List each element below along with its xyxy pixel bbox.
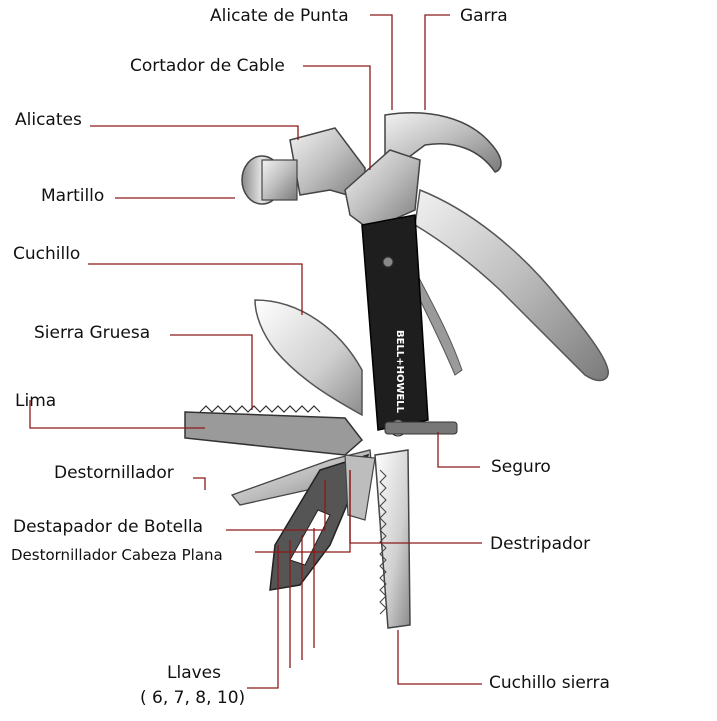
leader-sierra	[170, 334, 253, 410]
serrated-teeth-shape	[379, 469, 387, 615]
leader-lima	[29, 400, 205, 429]
label-lima: Lima	[15, 391, 57, 411]
label-cortador-cable: Cortador de Cable	[130, 56, 285, 76]
label-llaves: Llaves	[167, 663, 221, 683]
leader-cuchillo-sierra	[397, 630, 482, 685]
leader-alicate-punta	[370, 14, 393, 110]
label-seguro: Seguro	[491, 457, 551, 477]
label-destornillador-plana: Destornillador Cabeza Plana	[11, 546, 223, 564]
tool-handle-shape	[361, 214, 429, 431]
hammer-neck-shape	[261, 159, 298, 201]
leader-garra	[424, 14, 450, 110]
label-destornillador: Destornillador	[54, 463, 174, 483]
pliers-handle-shape	[414, 188, 609, 382]
claw-shape	[384, 112, 502, 173]
label-destripador: Destripador	[490, 534, 591, 554]
leader-llave-6	[247, 545, 279, 689]
label-alicates: Alicates	[15, 110, 82, 130]
pliers-jaws-shape	[344, 149, 421, 231]
leader-lines	[29, 14, 482, 689]
leader-destapador	[226, 480, 326, 531]
saw-teeth-shape	[199, 405, 321, 413]
leader-cuchillo	[88, 263, 303, 315]
ripper-shape	[344, 454, 376, 521]
label-destapador: Destapador de Botella	[13, 517, 203, 537]
leader-cortador	[303, 65, 371, 170]
lock-shape	[384, 421, 458, 435]
leader-seguro	[437, 432, 480, 468]
label-cuchillo: Cuchillo	[13, 244, 81, 264]
label-garra: Garra	[460, 6, 508, 26]
leader-destripador	[349, 470, 482, 544]
handle-rivet-shape	[382, 256, 394, 268]
label-sierra-gruesa: Sierra Gruesa	[34, 323, 151, 343]
label-llaves-sizes: ( 6, 7, 8, 10)	[140, 688, 246, 708]
opener-hole-shape	[289, 509, 331, 566]
brand-text: BELL+HOWELL	[394, 330, 405, 414]
leader-alicates	[90, 125, 299, 140]
knife-blade-shape	[254, 299, 363, 417]
file-saw-shape	[184, 411, 364, 456]
label-alicate-punta: Alicate de Punta	[210, 6, 349, 26]
label-cuchillo-sierra: Cuchillo sierra	[489, 673, 610, 693]
leader-destornillador	[193, 477, 206, 490]
label-martillo: Martillo	[41, 186, 105, 206]
